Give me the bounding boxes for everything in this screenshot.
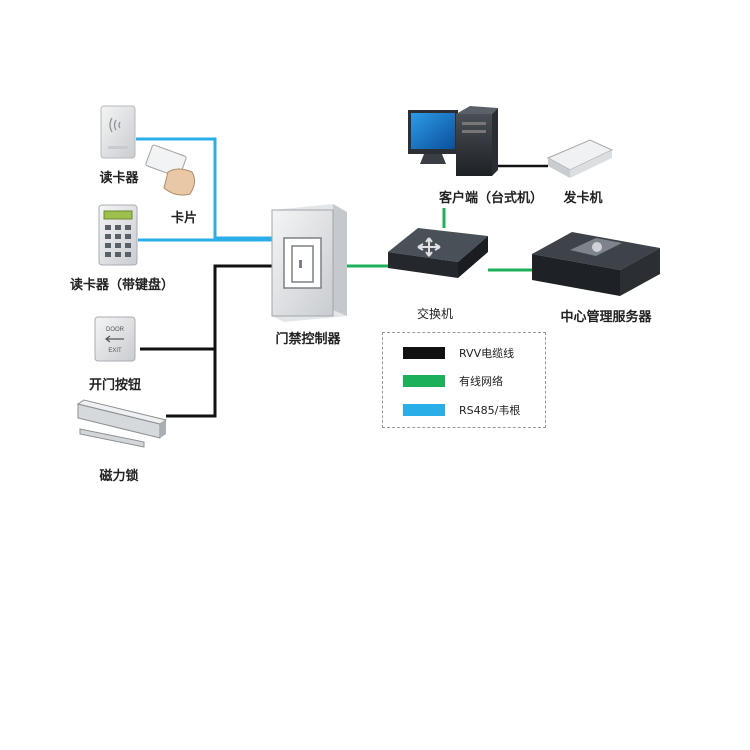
- legend-swatch-rs485: [403, 404, 445, 416]
- legend-label-rvv: RVV电缆线: [459, 347, 515, 360]
- rs485-line-reader: [136, 137, 272, 240]
- card-icon: [145, 144, 196, 196]
- card-reader: [100, 105, 136, 159]
- rvv-line-trunk: [166, 264, 272, 418]
- legend-item-rs485: RS485/韦根: [403, 403, 520, 417]
- legend-swatch-network: [403, 375, 445, 387]
- access-controller: [271, 204, 347, 322]
- network-switch: [388, 228, 488, 278]
- legend-label-network: 有线网络: [459, 375, 503, 388]
- label-card: 卡片: [171, 210, 197, 226]
- label-controller: 门禁控制器: [275, 331, 341, 347]
- desktop-client: [408, 106, 498, 176]
- button-face-top: DOOR: [106, 327, 125, 333]
- label-switch: 交换机: [417, 306, 453, 321]
- connection-lines: [136, 137, 548, 418]
- legend-label-rs485: RS485/韦根: [459, 404, 521, 417]
- exit-button-device: DOOR EXIT: [94, 316, 136, 362]
- label-client: 客户端（台式机）: [439, 190, 543, 206]
- legend-box: RVV电缆线 有线网络 RS485/韦根: [382, 332, 546, 428]
- button-face-bottom: EXIT: [108, 348, 122, 354]
- card-issuer-device: [546, 139, 614, 178]
- label-server: 中心管理服务器: [560, 309, 652, 325]
- label-reader: 读卡器: [99, 170, 139, 186]
- keypad-reader: [98, 204, 138, 266]
- legend-item-rvv: RVV电缆线: [403, 346, 514, 360]
- label-maglock: 磁力锁: [99, 468, 138, 484]
- label-card-issuer: 发卡机: [562, 190, 602, 206]
- legend-swatch-rvv: [403, 347, 445, 359]
- label-exit-button: 开门按钮: [89, 377, 141, 393]
- management-server: [532, 232, 660, 296]
- magnetic-lock: [76, 399, 168, 448]
- label-reader-keypad: 读卡器（带键盘）: [70, 277, 174, 293]
- legend-item-network: 有线网络: [403, 374, 503, 388]
